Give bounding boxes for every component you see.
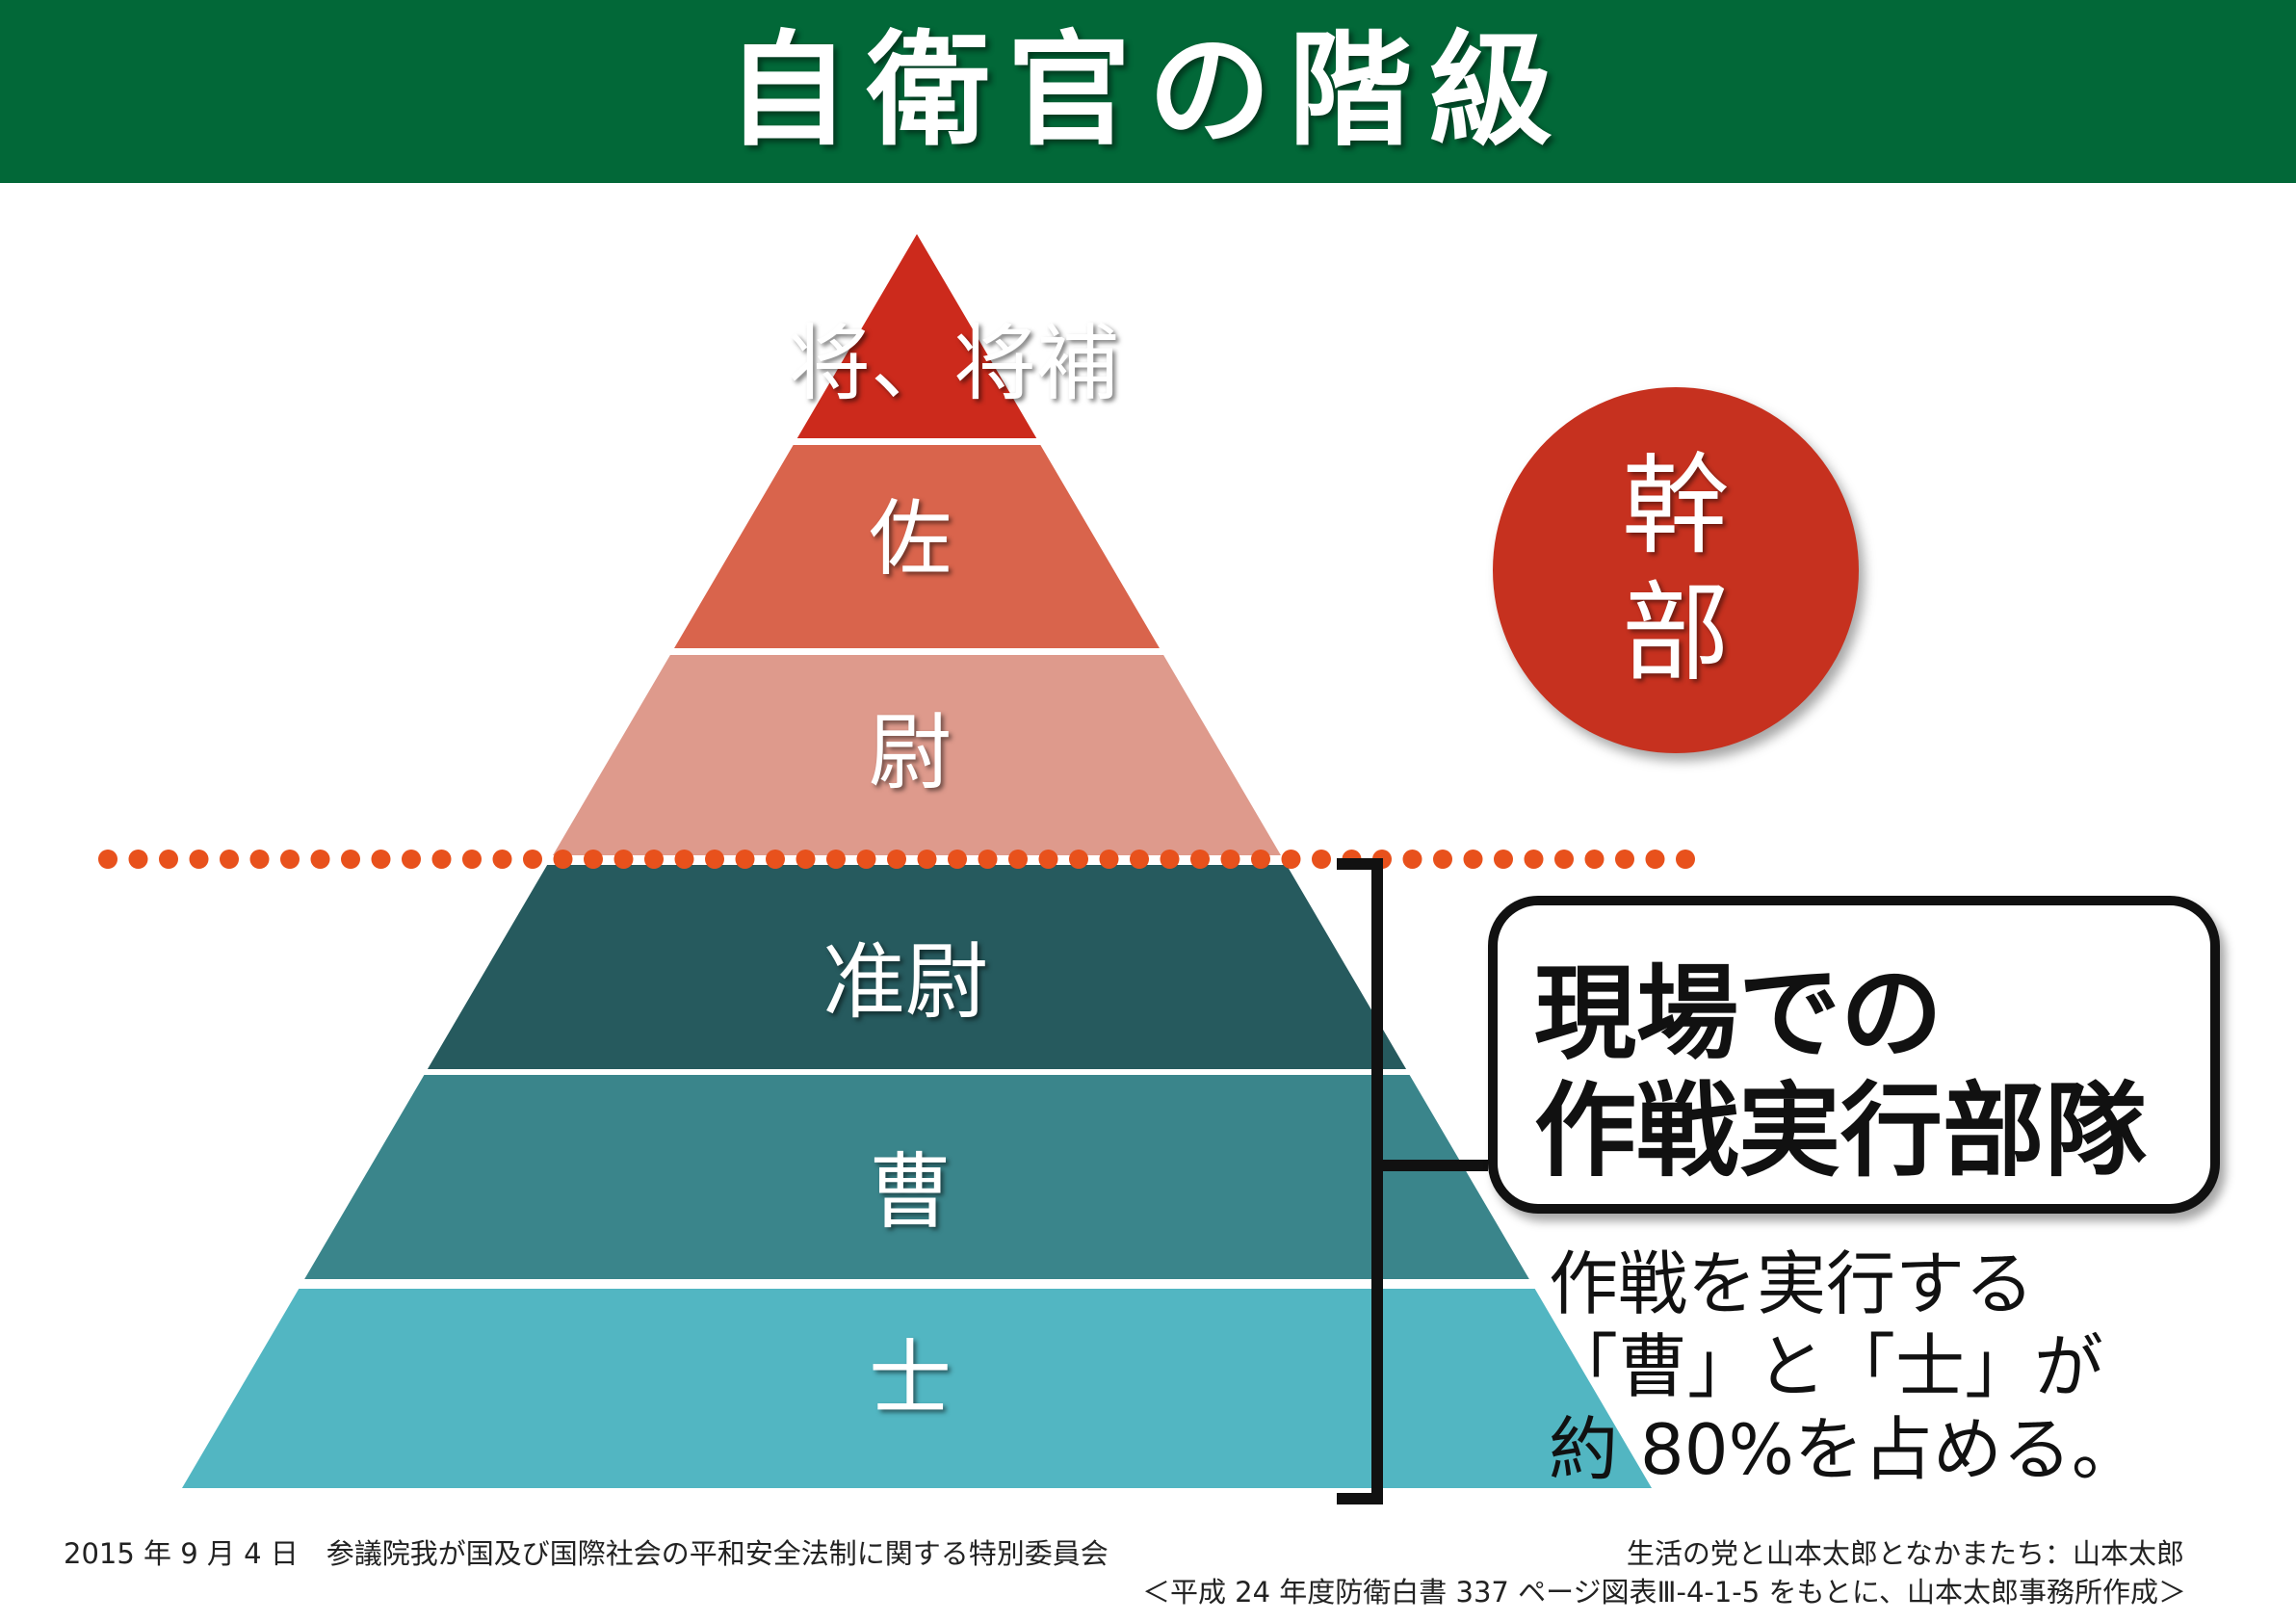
divider-dot [1615,850,1634,869]
tier-field-officer-band [674,445,1160,648]
divider-dot [553,850,573,869]
note-line3: 約 80%を占める。 [1549,1409,2141,1490]
divider-dot [249,850,270,869]
divider-dot [98,850,117,869]
divider-dot [1251,850,1270,869]
divider-dot [948,850,967,869]
divider-dot [1433,850,1452,869]
divider-dot [1038,850,1058,869]
divider-dot [917,850,937,869]
tier-sergeant-band [304,1075,1529,1279]
operations-unit-line2: 作戦実行部隊 [1534,1072,2147,1190]
enlisted-share-note: 作戦を実行する 「曹」と「士」が 約 80%を占める。 [1549,1243,2141,1491]
divider-dot [735,850,755,869]
tier-field-officer-label: 佐 [869,491,952,588]
tier-warrant-officer-band [427,865,1407,1069]
divider-dot [523,850,542,869]
divider-dot [705,850,724,869]
divider-dot [1524,850,1544,869]
tier-general-band [796,234,1037,438]
divider-dot [1281,850,1301,869]
page-title: 自衛官の階級 [725,19,1570,163]
divider-dot [371,850,391,869]
divider-dot [1190,850,1210,869]
tier-general-label: 将、将補 [788,316,1119,412]
note-line2: 「曹」と「士」が [1549,1326,2104,1407]
divider-dot [1676,850,1695,869]
divider-dot [128,850,148,869]
divider-dot [796,850,816,869]
divider-dot [310,850,330,869]
divider-dot [1130,850,1149,869]
divider-dot [856,850,876,869]
operations-unit-line1: 現場での [1534,955,1943,1073]
divider-dot [492,850,512,869]
operations-unit-box: 現場での 作戦実行部隊 [1488,896,2220,1214]
officer-badge-text: 幹 部 [1493,443,1859,697]
tier-sergeant-label: 曹 [869,1144,952,1241]
title-banner: 自衛官の階級 [0,0,2296,183]
divider-dot [220,850,239,869]
divider-dot [402,850,421,869]
tier-warrant-officer-label: 准尉 [822,934,988,1031]
divider-dot [613,850,634,869]
divider-dot [1312,850,1331,869]
operations-unit-text: 現場での 作戦実行部隊 [1534,955,2147,1190]
divider-dot [1463,850,1483,869]
tier-private-label: 士 [869,1331,952,1427]
tier-company-officer-label: 尉 [869,705,952,801]
officer-badge: 幹 部 [1493,387,1859,753]
note-line1: 作戦を実行する [1549,1243,2035,1324]
divider-dot [826,850,846,869]
tier-private-band [182,1289,1652,1488]
officer-badge-line1: 幹 [1622,444,1730,569]
divider-dot [1584,850,1605,869]
footer-author: 生活の党と山本太郎となかまたち：山本太郎 [1626,1537,2184,1570]
footer-date-committee: 2015 年 9 月 4 日 参議院我が国及び国際社会の平和安全法制に関する特別… [64,1537,1109,1570]
divider-dot [766,850,785,869]
tier-company-officer-band [553,655,1281,855]
divider-dot [978,850,998,869]
divider-dot [674,850,694,869]
divider-dot [1494,850,1513,869]
divider-dot [462,850,482,869]
divider-dot [341,850,360,869]
officer-enlisted-divider [98,850,1695,869]
divider-dot [1645,850,1665,869]
divider-dot [1008,850,1028,869]
enlisted-bracket [1337,858,1488,1504]
divider-dot [644,850,664,869]
divider-dot [1069,850,1088,869]
divider-dot [159,850,178,869]
officer-badge-line2: 部 [1622,571,1730,696]
divider-dot [584,850,603,869]
divider-dot [189,850,209,869]
divider-dot [431,850,452,869]
divider-dot [1160,850,1180,869]
divider-dot [887,850,906,869]
divider-dot [280,850,300,869]
divider-dot [1220,850,1240,869]
divider-dot [1099,850,1119,869]
divider-dot [1402,850,1422,869]
footer-source: ＜平成 24 年度防衛白書 337 ページ図表Ⅲ-4-1-5 をもとに、山本太郎… [1141,1576,2186,1609]
divider-dot [1554,850,1574,869]
